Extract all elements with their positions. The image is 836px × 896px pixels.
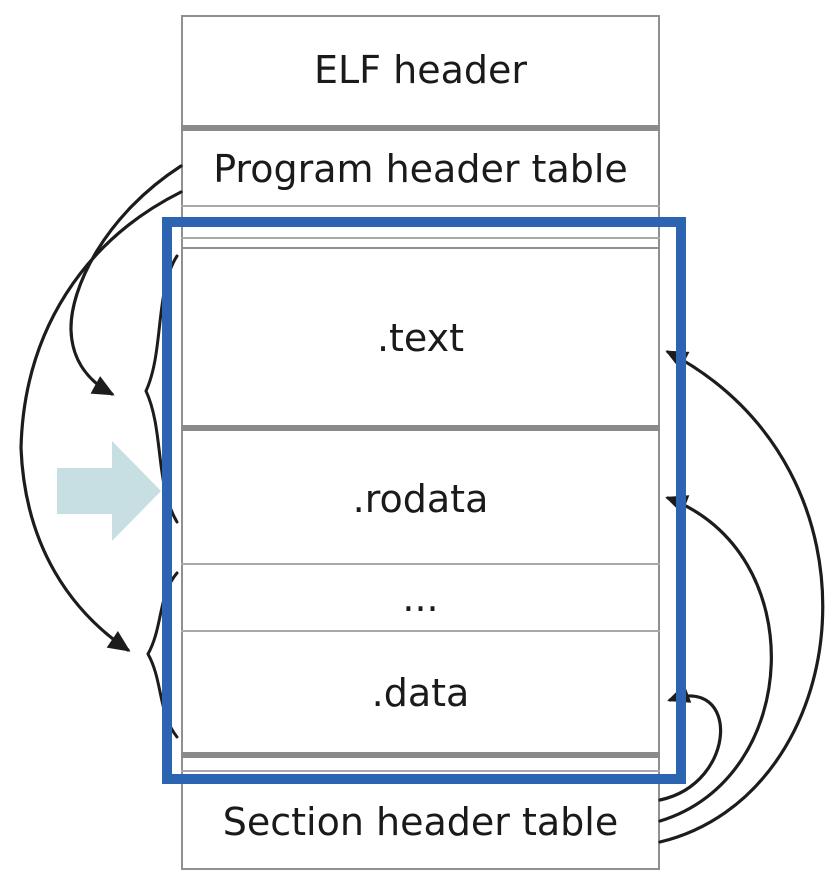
section-header-to-text-arrow [658,350,825,844]
data-section-top-line [181,630,660,632]
elf-header-label: ELF header [314,48,527,92]
data-section-label: .data [371,671,470,715]
segment-brace-data [146,571,179,739]
rodata-section-label: .rodata [352,476,489,521]
divider-text-rodata [181,425,660,431]
sliver-top-line [181,237,660,239]
divider-data-sht [181,752,660,758]
section-header-to-data-arrow [658,684,723,802]
text-section-label: .text [376,316,465,360]
divider-elf-pht [181,125,660,131]
segment-brace-text-rodata [144,254,179,524]
program-header-table-label: Program header table [213,147,628,191]
sht-top-line [181,770,660,772]
program-header-to-data-segment-arrow [19,190,183,652]
program-header-to-text-segment-arrow [69,164,183,396]
section-header-table-label: Section header table [222,799,619,844]
text-section-top-line [181,247,660,249]
pht-bottom-line [181,205,660,207]
more-sections-label: ... [402,575,439,620]
section-header-to-rodata-arrow [658,495,773,823]
sections-pointer-arrow [57,441,161,541]
